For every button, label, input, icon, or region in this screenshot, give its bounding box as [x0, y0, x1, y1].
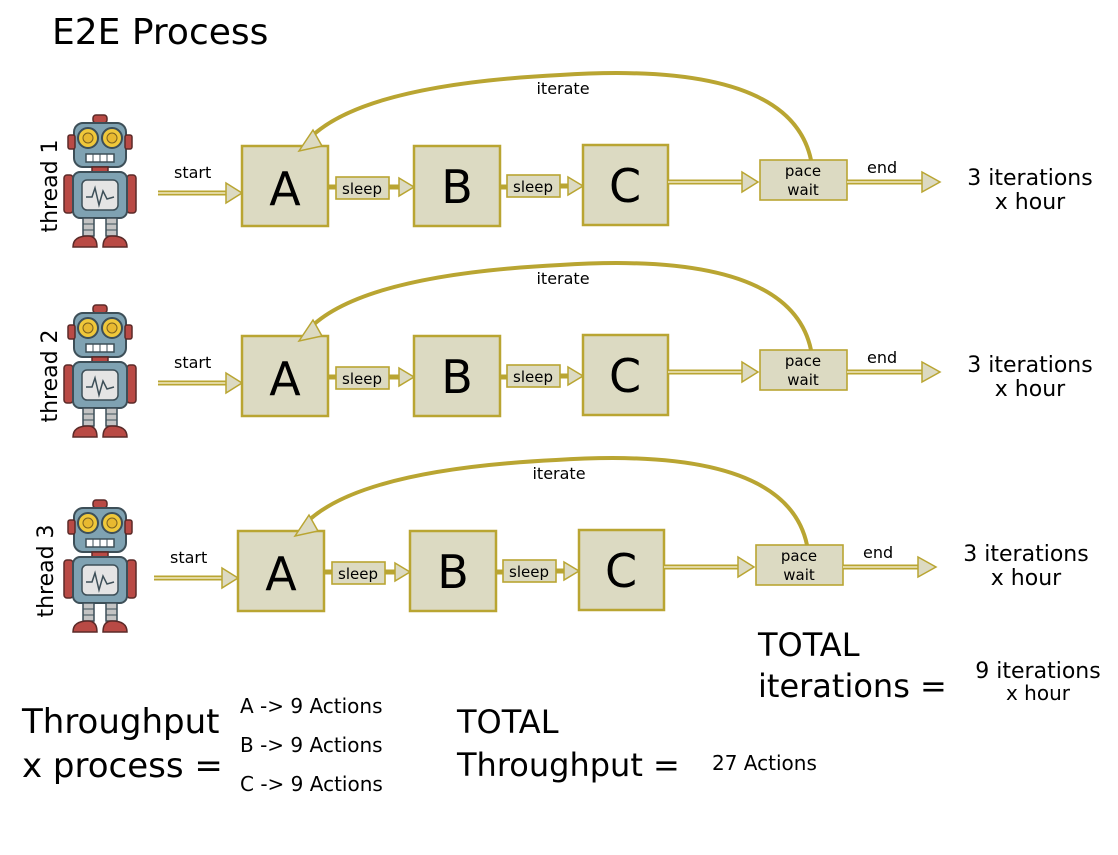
total-iterations-line2: iterations = — [758, 667, 947, 705]
robot-icon — [63, 499, 137, 633]
step-b-label: B — [437, 545, 469, 599]
total-iterations-line1: TOTAL — [757, 626, 860, 664]
throughput-process-line2: x process = — [22, 746, 223, 786]
thread-row-3: thread 3 start A sleep B sleep C pace wa… — [34, 456, 1089, 633]
iterations-rate-line1: 3 iterations — [963, 542, 1088, 567]
iterate-loop-arrow — [306, 261, 813, 351]
thread-label: thread 2 — [38, 329, 63, 422]
total-iterations: TOTAL iterations = 9 iterations x hour — [757, 626, 1101, 705]
pace-wait-box — [759, 349, 848, 391]
start-label: start — [170, 548, 207, 567]
iterate-label: iterate — [532, 464, 585, 483]
iterations-rate-line2: x hour — [991, 566, 1062, 591]
step-a-box — [240, 334, 330, 418]
step-a-label: A — [269, 162, 301, 216]
step-c-box — [581, 333, 670, 417]
pace-label: pace — [785, 162, 821, 180]
step-a-label: A — [269, 352, 301, 406]
robot-icon — [63, 304, 137, 438]
total-throughput-line1: TOTAL — [456, 703, 559, 741]
total-iterations-value-line2: x hour — [1006, 681, 1071, 705]
iterate-loop-arrow — [302, 456, 809, 546]
thread-row-1: thread 1 start A sleep B sleep C pace wa… — [38, 71, 1093, 248]
throughput-item-b: B -> 9 Actions — [240, 733, 383, 757]
total-throughput-line2: Throughput = — [456, 746, 680, 784]
iterations-rate-line2: x hour — [995, 190, 1066, 215]
pace-label: pace — [785, 352, 821, 370]
total-throughput-value: 27 Actions — [712, 751, 817, 775]
thread-label: thread 1 — [38, 139, 63, 232]
sleep-label-2: sleep — [513, 178, 553, 196]
step-c-label: C — [609, 159, 641, 213]
total-iterations-value-line1: 9 iterations — [975, 659, 1100, 684]
wait-label: wait — [787, 181, 819, 199]
start-label: start — [174, 353, 211, 372]
throughput-per-process: Throughput x process = A -> 9 Actions B … — [21, 694, 383, 796]
pace-label: pace — [781, 547, 817, 565]
iterate-label: iterate — [536, 79, 589, 98]
wait-label: wait — [783, 566, 815, 584]
end-label: end — [867, 348, 897, 367]
step-a-box — [236, 529, 326, 613]
iterate-label: iterate — [536, 269, 589, 288]
thread-label: thread 3 — [34, 524, 59, 617]
step-a-label: A — [265, 547, 297, 601]
wait-label: wait — [787, 371, 819, 389]
sleep-label-2: sleep — [513, 368, 553, 386]
step-c-label: C — [609, 349, 641, 403]
throughput-item-c: C -> 9 Actions — [240, 772, 383, 796]
step-c-box — [577, 528, 666, 612]
sleep-label-1: sleep — [338, 565, 378, 583]
start-label: start — [174, 163, 211, 182]
diagram-title: E2E Process — [52, 12, 268, 53]
step-b-label: B — [441, 350, 473, 404]
iterations-rate-line1: 3 iterations — [967, 166, 1092, 191]
iterations-rate-line2: x hour — [995, 377, 1066, 402]
end-label: end — [863, 543, 893, 562]
total-throughput: TOTAL Throughput = 27 Actions — [456, 703, 817, 784]
step-b-box — [412, 144, 502, 228]
step-b-label: B — [441, 160, 473, 214]
end-label: end — [867, 158, 897, 177]
robot-icon — [63, 114, 137, 248]
step-c-label: C — [605, 544, 637, 598]
thread-row-2: thread 2 start A sleep B sleep C pace wa… — [38, 261, 1093, 438]
sleep-label-2: sleep — [509, 563, 549, 581]
iterate-loop-arrow — [306, 71, 813, 161]
step-c-box — [581, 143, 670, 227]
throughput-item-a: A -> 9 Actions — [240, 694, 383, 718]
step-b-box — [412, 334, 502, 418]
iterations-rate-line1: 3 iterations — [967, 353, 1092, 378]
throughput-process-line1: Throughput — [21, 702, 220, 742]
sleep-label-1: sleep — [342, 370, 382, 388]
sleep-label-1: sleep — [342, 180, 382, 198]
